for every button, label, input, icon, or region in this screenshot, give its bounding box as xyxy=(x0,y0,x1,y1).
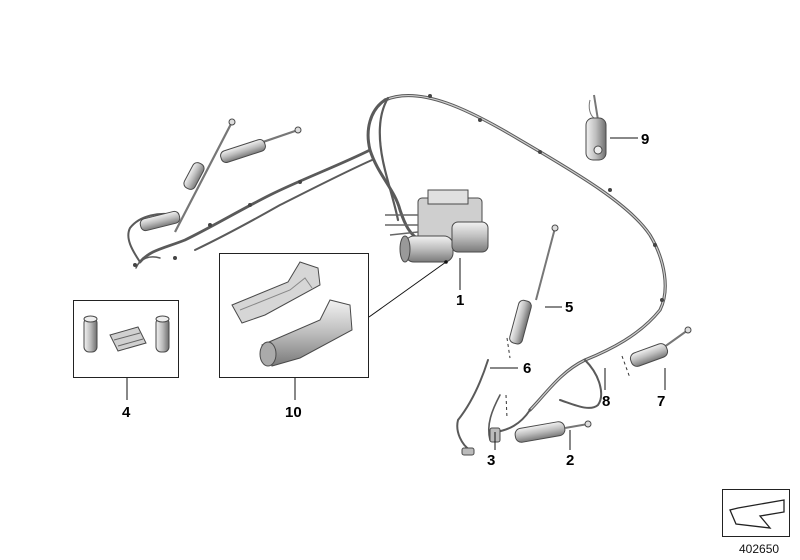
gas-strut xyxy=(509,224,559,345)
callout-8: 8 xyxy=(602,393,611,410)
callout-9: 9 xyxy=(641,131,650,148)
hydraulic-hose-harness xyxy=(127,93,667,451)
right-cylinder xyxy=(629,326,692,367)
callout-6: 6 xyxy=(523,360,532,377)
inset-10-parts xyxy=(231,261,353,367)
callout-2: 2 xyxy=(566,452,575,469)
hydraulic-pump-unit xyxy=(385,189,489,263)
callout-1: 1 xyxy=(456,292,465,309)
navigation-icon-box[interactable] xyxy=(722,489,790,537)
lower-cylinder xyxy=(514,420,592,443)
callout-5: 5 xyxy=(565,299,574,316)
callout-3: 3 xyxy=(487,452,496,469)
harness-clips xyxy=(133,94,664,302)
diagram-id: 402650 xyxy=(739,542,780,556)
left-hydraulic-cylinders xyxy=(139,118,302,233)
leader-lines xyxy=(126,137,666,450)
inset-4-parts xyxy=(83,315,170,353)
arrow-down-left-icon xyxy=(729,499,785,529)
dashed-guides xyxy=(505,337,631,419)
pump-leader-dot xyxy=(444,260,448,264)
callout-4: 4 xyxy=(122,404,131,421)
callout-7: 7 xyxy=(657,393,666,410)
inset-box-10 xyxy=(219,253,369,378)
inset-box-4 xyxy=(73,300,179,378)
callout-10: 10 xyxy=(285,404,302,421)
connector-plug xyxy=(585,94,607,161)
lower-connectors xyxy=(461,427,501,456)
